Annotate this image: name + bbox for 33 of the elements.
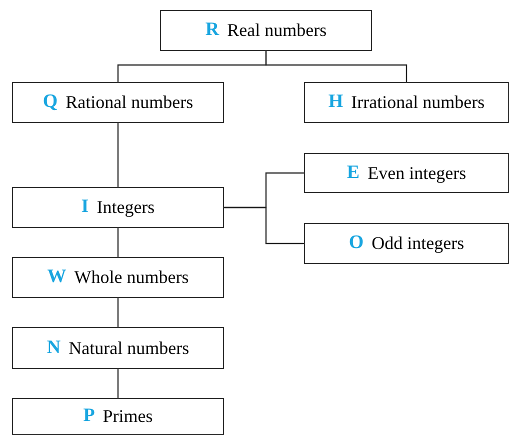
set-symbol: O [348,231,364,256]
category-box [12,398,224,435]
set-symbol: E [346,160,360,185]
connector-line [117,123,119,187]
connector-line [117,369,119,398]
category-box [12,82,224,123]
set-name: Irrational numbers [351,91,485,114]
set-symbol: H [328,90,344,114]
set-symbol: W [47,265,66,290]
set-symbol: P [83,404,95,428]
connector-line [265,51,408,82]
set-symbol: I [81,195,89,220]
set-name: Integers [96,196,155,219]
category-box [12,327,224,369]
category-box [12,257,224,298]
category-box [304,82,509,123]
category-box [12,187,224,228]
category-box [304,153,509,193]
connector-line [224,206,304,244]
set-name: Natural numbers [68,336,190,360]
set-name: Odd integers [372,232,464,255]
category-box [304,223,509,264]
set-name: Real numbers [227,19,327,42]
set-symbol: R [205,18,220,42]
connector-line [117,228,119,257]
category-box [160,10,372,51]
set-symbol: Q [42,90,58,114]
set-name: Whole numbers [74,266,189,289]
set-name: Even integers [368,162,466,185]
set-symbol: N [46,336,61,360]
connector-line [117,298,119,327]
set-name: Primes [102,405,153,428]
set-name: Rational numbers [66,91,194,114]
